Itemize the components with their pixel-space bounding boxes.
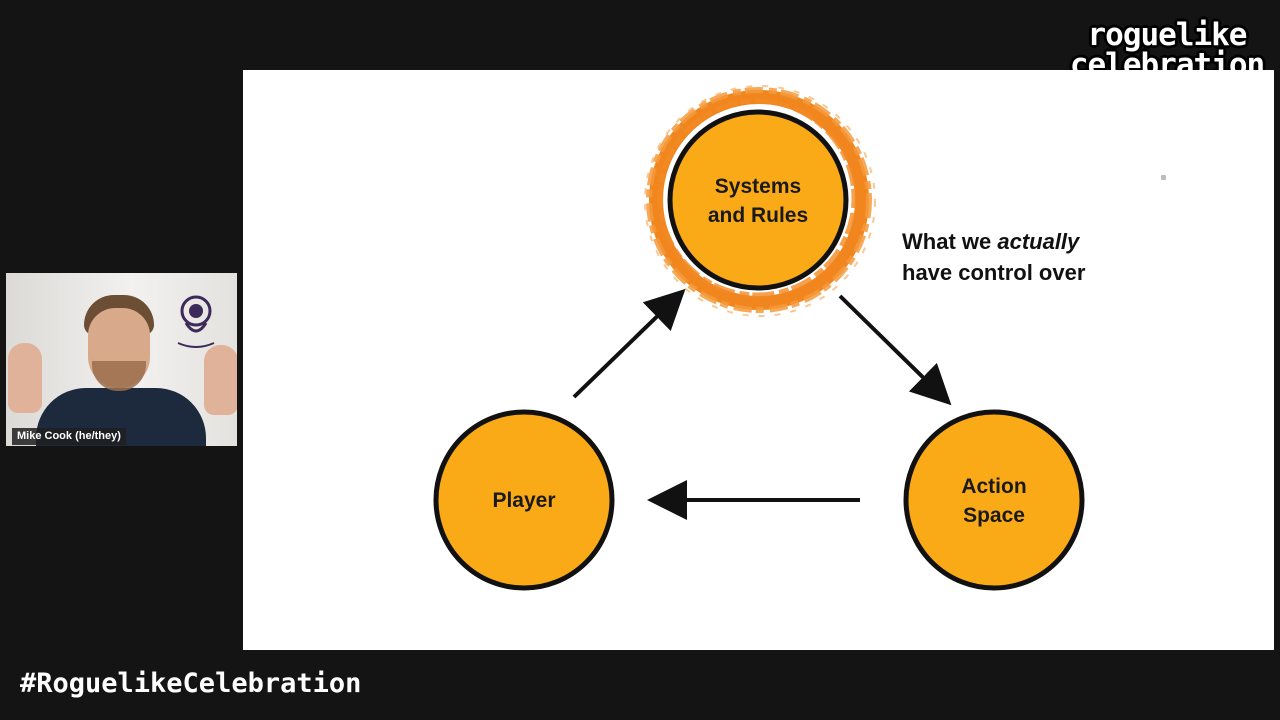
systems-node-label: Systems and Rules xyxy=(658,172,858,230)
systems-node xyxy=(667,109,849,291)
presentation-slide: Systems and Rules Player Action Space Wh… xyxy=(243,70,1274,650)
arrow-player-to-systems xyxy=(572,288,686,399)
player-node-label: Player xyxy=(492,489,556,512)
speaker-webcam: Mike Cook (he/they) xyxy=(6,273,237,446)
highlight-ring xyxy=(644,85,876,317)
mouse-cursor-icon xyxy=(1161,175,1166,180)
illuminaus-logo-icon xyxy=(177,295,215,348)
action-label-line2: Space xyxy=(963,504,1025,527)
control-annotation: What we actually have control over xyxy=(902,226,1085,288)
annotation-part1: What we xyxy=(902,229,998,254)
speaker-name-tag: Mike Cook (he/they) xyxy=(12,428,126,445)
event-logo-line1: roguelike xyxy=(1087,17,1248,53)
action-space-node xyxy=(903,409,1085,591)
action-node-label: Action Space xyxy=(894,472,1094,530)
arrow-systems-to-action xyxy=(838,294,952,406)
speaker-left-hand xyxy=(8,343,42,413)
annotation-part3: have control over xyxy=(902,260,1086,285)
player-node xyxy=(433,409,615,591)
systems-label-line2: and Rules xyxy=(707,204,809,227)
action-label-line1: Action xyxy=(961,475,1027,498)
event-hashtag: #RoguelikeCelebration xyxy=(20,668,362,699)
speaker-right-hand xyxy=(204,345,237,415)
annotation-emphasis: actually xyxy=(997,229,1080,254)
event-logo: roguelike celebration xyxy=(1062,18,1272,82)
cycle-diagram xyxy=(433,85,1085,591)
systems-label-line1: Systems xyxy=(714,175,802,198)
